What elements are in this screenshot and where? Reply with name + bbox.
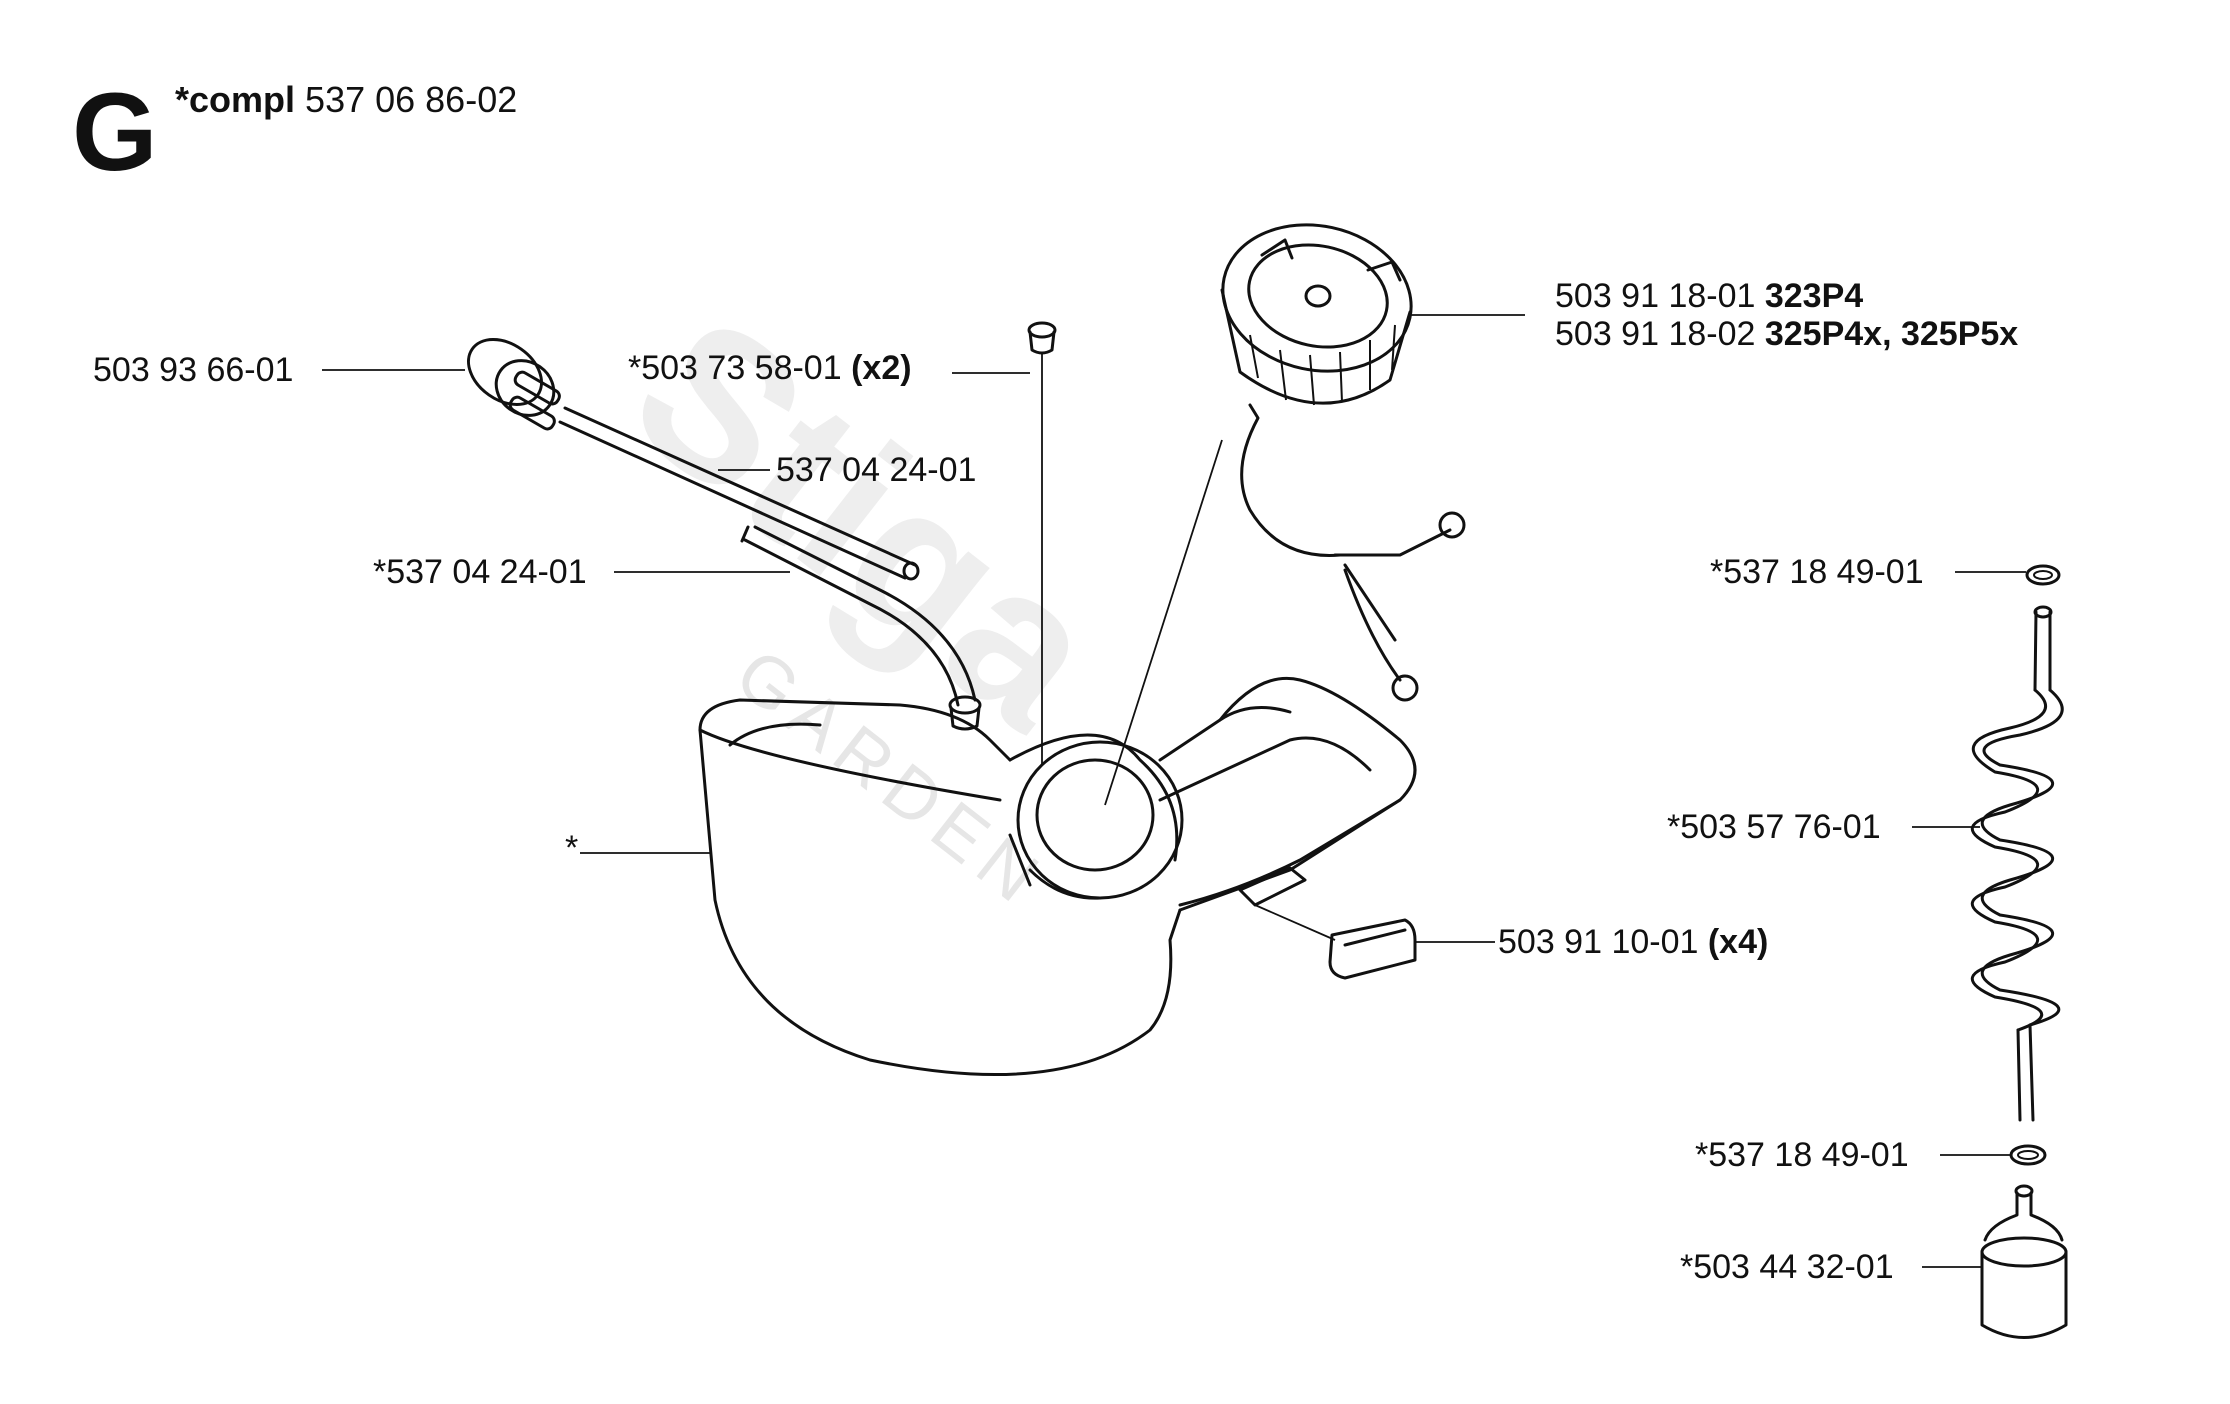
assembly-header: *compl 537 06 86-02 <box>175 78 517 122</box>
part-label-primer-bulb: 503 93 66-01 <box>93 351 294 389</box>
oring-top-drawing <box>2025 564 2061 586</box>
part-label-cap-b: 503 91 18-02 325P4x, 325P5x <box>1555 315 2019 353</box>
hose-lower-drawing <box>740 525 977 707</box>
primer-bulb-drawing <box>467 338 561 431</box>
spiral-hose-drawing <box>1971 605 2064 1122</box>
compl-number: 537 06 86-02 <box>305 79 518 120</box>
hose-upper-drawing <box>558 406 920 581</box>
part-label-tank: * <box>565 829 579 867</box>
fuel-filter-drawing <box>1980 1184 2068 1339</box>
part-label-oring-top: *537 18 49-01 <box>1710 553 1924 591</box>
part-label-oring-bottom: *537 18 49-01 <box>1695 1136 1909 1174</box>
compl-label: *compl <box>175 79 296 120</box>
fuel-cap-drawing <box>1220 223 1466 702</box>
part-label-hose-upper: 537 04 24-01 <box>776 451 977 489</box>
section-letter: G <box>72 71 158 194</box>
leader-lines <box>322 314 2026 1268</box>
part-label-hose-lower: *537 04 24-01 <box>373 553 587 591</box>
part-label-damper: 503 91 10-01 (x4) <box>1498 923 1769 961</box>
part-label-cap-a: 503 91 18-01 323P4 <box>1555 277 1864 315</box>
part-label-grommet: *503 73 58-01 (x2) <box>628 349 912 387</box>
oring-bottom-drawing <box>2009 1144 2047 1166</box>
part-label-fuel-filter: *503 44 32-01 <box>1680 1248 1894 1286</box>
fuel-tank-drawing <box>698 676 1417 1076</box>
watermark-brand: Stiga <box>592 270 1143 773</box>
part-label-spiral-hose: *503 57 76-01 <box>1667 808 1881 846</box>
damper-drawing <box>1238 866 1417 980</box>
